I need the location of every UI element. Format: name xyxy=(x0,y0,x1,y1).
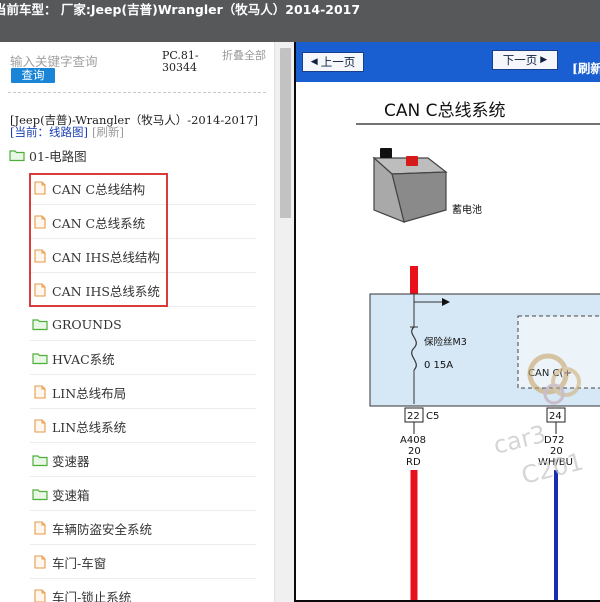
tree-root[interactable]: 01-电路图 xyxy=(9,146,87,164)
battery-icon xyxy=(372,148,448,223)
tree-item-label: LIN总线布局 xyxy=(52,385,127,401)
divider xyxy=(8,92,266,93)
document-icon xyxy=(34,521,46,535)
next-page-label: 下一页 xyxy=(502,53,538,67)
folder-icon xyxy=(32,319,48,331)
scrollbar-thumb[interactable] xyxy=(280,48,291,218)
tree-separator xyxy=(30,442,256,443)
module-label: CAN C(+ xyxy=(528,368,572,379)
window-title: 当前车型： 厂家:Jeep(吉普)Wrangler（牧马人）2014-2017 xyxy=(0,2,361,17)
document-icon xyxy=(34,385,46,399)
refresh-tree-link[interactable]: [刷新] xyxy=(91,125,124,139)
tree-item[interactable]: LIN总线布局 xyxy=(32,383,126,401)
tree-item-label: CAN IHS总线系统 xyxy=(52,283,160,299)
wire-gauge: 20 xyxy=(408,446,421,457)
arrow-right-icon xyxy=(442,298,450,306)
tree-separator xyxy=(30,476,256,477)
tree-item-label: CAN C总线系统 xyxy=(52,215,146,231)
circuit-id: D72 xyxy=(544,435,564,446)
tree-item-label: 车辆防盗安全系统 xyxy=(52,521,153,537)
fuse-label: 保险丝M3 xyxy=(424,336,467,348)
triangle-left-icon: ◀ xyxy=(310,57,318,67)
doc-code: PC.81-30344 xyxy=(162,49,199,74)
navigation-pane: 查询 PC.81-30344 折叠全部 [Jeep(吉普)-Wrangler（牧… xyxy=(0,42,274,602)
diagram-title: CAN C总线系统 xyxy=(384,101,506,121)
document-icon xyxy=(34,419,46,433)
pin-number: 22 xyxy=(407,411,420,422)
folder-icon xyxy=(32,353,48,365)
tree-item-label: CAN IHS总线结构 xyxy=(52,249,160,265)
folder-icon xyxy=(32,489,48,501)
document-icon xyxy=(34,555,46,569)
folder-icon xyxy=(9,150,25,162)
refresh-diagram-link[interactable]: [刷新 xyxy=(572,61,600,76)
wire-color: WH/BU xyxy=(538,457,573,468)
diagram-pane: ◀上一页 下一页▶ [刷新 CAN C总线系统 蓄电池 CAN C(+ xyxy=(294,42,600,602)
tree-separator xyxy=(30,408,256,409)
watermark-logo xyxy=(527,353,581,405)
tree-item-label: HVAC系统 xyxy=(52,351,115,367)
tree-item-label: 01-电路图 xyxy=(29,148,87,164)
tree-item[interactable]: CAN C总线系统 xyxy=(32,213,145,231)
search-button[interactable]: 查询 xyxy=(11,68,55,83)
fuse-symbol xyxy=(411,326,417,371)
document-icon xyxy=(34,181,46,195)
tree-separator xyxy=(30,238,256,239)
tree-item-label: 变速箱 xyxy=(52,487,90,503)
tree-item[interactable]: 车门-锁止系统 xyxy=(32,587,131,602)
document-icon xyxy=(34,283,46,297)
tree-separator xyxy=(30,544,256,545)
battery-label: 蓄电池 xyxy=(452,203,482,216)
wiring-diagram[interactable]: CAN C总线系统 蓄电池 CAN C(+ 保险丝M3 0 15A xyxy=(296,82,600,600)
tree-separator xyxy=(30,272,256,273)
tree-item[interactable]: HVAC系统 xyxy=(32,349,115,367)
tree-item-label: GROUNDS xyxy=(52,316,122,332)
tree-item[interactable]: CAN IHS总线系统 xyxy=(32,281,160,299)
folder-icon xyxy=(32,455,48,467)
tree-item[interactable]: 车门-车窗 xyxy=(32,553,106,571)
watermark-text: C201 xyxy=(519,448,586,490)
tree-separator xyxy=(30,510,256,511)
tree-item[interactable]: CAN IHS总线结构 xyxy=(32,247,160,265)
tree-separator xyxy=(30,578,256,579)
current-location: [当前：线路图] xyxy=(10,125,88,139)
wire-gauge: 20 xyxy=(550,446,563,457)
tree-separator xyxy=(30,340,256,341)
highlight-box xyxy=(29,173,168,307)
triangle-right-icon: ▶ xyxy=(540,55,548,65)
vehicle-path: [Jeep(吉普)-Wrangler（牧马人）-2014-2017] xyxy=(10,113,258,127)
connector-id: C5 xyxy=(426,411,439,422)
title-bar: 当前车型： 厂家:Jeep(吉普)Wrangler（牧马人）2014-2017 xyxy=(0,0,600,42)
tree-item-label: 变速器 xyxy=(52,453,90,469)
circuit-id: A408 xyxy=(400,435,426,446)
tree-item-label: 车门-锁止系统 xyxy=(52,589,132,602)
tree-item[interactable]: 车辆防盗安全系统 xyxy=(32,519,152,537)
wiring-diagram-svg: CAN C总线系统 蓄电池 CAN C(+ 保险丝M3 0 15A xyxy=(356,101,600,600)
page-nav-bar: ◀上一页 下一页▶ [刷新 xyxy=(296,42,600,82)
next-page-button[interactable]: 下一页▶ xyxy=(492,50,558,70)
prev-page-button[interactable]: ◀上一页 xyxy=(302,52,364,72)
scrollbar[interactable] xyxy=(274,42,294,602)
tree-item[interactable]: 变速器 xyxy=(32,451,90,469)
tree-item-label: 车门-车窗 xyxy=(52,555,107,571)
tree-item[interactable]: LIN总线系统 xyxy=(32,417,126,435)
document-icon xyxy=(34,215,46,229)
tree-separator xyxy=(30,204,256,205)
document-icon xyxy=(34,589,46,602)
tree-item-label: CAN C总线结构 xyxy=(52,181,146,197)
tree-item[interactable]: 变速箱 xyxy=(32,485,90,503)
watermark-text: car3 xyxy=(491,420,549,460)
tree-separator xyxy=(30,374,256,375)
document-icon xyxy=(34,249,46,263)
pin-number: 24 xyxy=(549,411,562,422)
prev-page-label: 上一页 xyxy=(320,55,356,69)
tree-item[interactable]: CAN C总线结构 xyxy=(32,179,145,197)
fuse-rating: 0 15A xyxy=(424,360,453,371)
tree-item[interactable]: GROUNDS xyxy=(32,315,122,333)
collapse-all-button[interactable]: 折叠全部 xyxy=(222,49,266,62)
breadcrumb: [当前：线路图][刷新] xyxy=(10,124,124,140)
search-input[interactable] xyxy=(8,52,162,70)
wire-color: RD xyxy=(406,457,421,468)
tree-item-label: LIN总线系统 xyxy=(52,419,127,435)
